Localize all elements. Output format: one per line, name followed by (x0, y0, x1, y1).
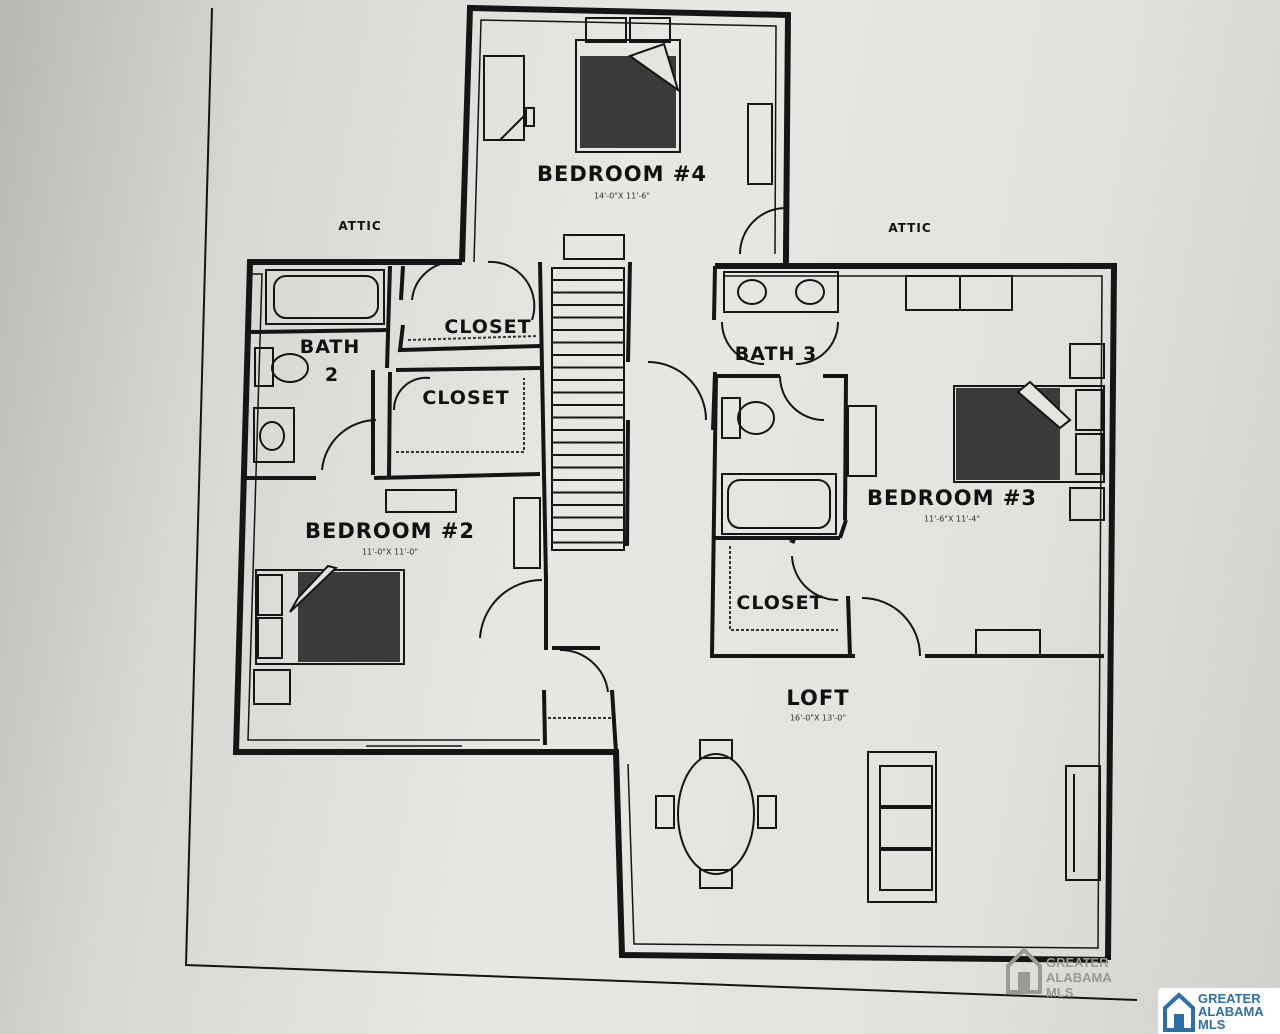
sofa-icon (905, 275, 1013, 311)
bath-2-number: 2 (324, 364, 340, 386)
closet-top-label: CLOSET (444, 316, 532, 338)
dresser-icon (513, 497, 541, 569)
interior-walls (244, 261, 1104, 753)
bedroom-2-dim: 11'-0"X 11'-0" (361, 547, 419, 557)
closet-mid-label: CLOSET (422, 387, 510, 409)
bath-3-label: BATH 3 (734, 343, 818, 365)
badge-line-1: GREATER (1198, 991, 1261, 1006)
closet-shelves (396, 335, 838, 719)
bathtub-icon (265, 269, 385, 325)
sink-icon (253, 407, 295, 463)
sofa-icon (867, 751, 937, 903)
bed-icon (255, 564, 405, 665)
watermark-line-1: GREATER (1046, 955, 1109, 970)
bed-icon (575, 17, 681, 153)
nightstand-icon (253, 669, 291, 705)
bedroom-3-dim: 11'-6"X 11'-4" (923, 514, 981, 524)
dresser-icon (385, 489, 457, 513)
bed-icon (953, 380, 1105, 483)
toilet-icon (721, 397, 775, 439)
loft-dim: 16'-0"X 13'-0" (789, 713, 847, 723)
bedroom-2-label: BEDROOM #2 (304, 519, 476, 543)
desk-icon (483, 55, 535, 141)
exterior-walls (232, 4, 1118, 963)
loft-label: LOFT (786, 686, 850, 710)
page-frame (184, 7, 1138, 1001)
bedroom-3-label: BEDROOM #3 (866, 486, 1038, 510)
house-logo-icon (1006, 947, 1042, 994)
bathtub-icon (721, 473, 837, 535)
attic-left-label: ATTIC (338, 219, 382, 233)
watermark-line-2: ALABAMA (1046, 970, 1112, 985)
badge-line-2: ALABAMA (1198, 1004, 1264, 1019)
nightstand-icon (1069, 343, 1105, 379)
attic-right-label: ATTIC (888, 221, 932, 235)
console-icon (1065, 765, 1101, 881)
sink-icon (723, 271, 839, 313)
toilet-icon (254, 347, 309, 387)
tv-stand-icon (975, 629, 1041, 657)
badge-line-3: MLS (1198, 1017, 1226, 1032)
dresser-icon (747, 103, 773, 185)
closet-bedroom-3-label: CLOSET (736, 592, 824, 614)
bedroom-4-label: BEDROOM #4 (536, 162, 708, 186)
nightstand-icon (1069, 487, 1105, 521)
stairs-icon (551, 234, 625, 551)
bedroom-4-dim: 14'-0"X 11'-6" (593, 191, 651, 201)
bath-2-label: BATH (299, 336, 361, 358)
door-swings (321, 207, 921, 693)
dresser-icon (847, 405, 877, 477)
mls-badge: GREATER ALABAMA MLS (1158, 988, 1280, 1034)
dining-table-icon (655, 739, 777, 889)
watermark-line-3: MLS (1046, 985, 1074, 1000)
house-logo-icon (1163, 992, 1195, 1032)
